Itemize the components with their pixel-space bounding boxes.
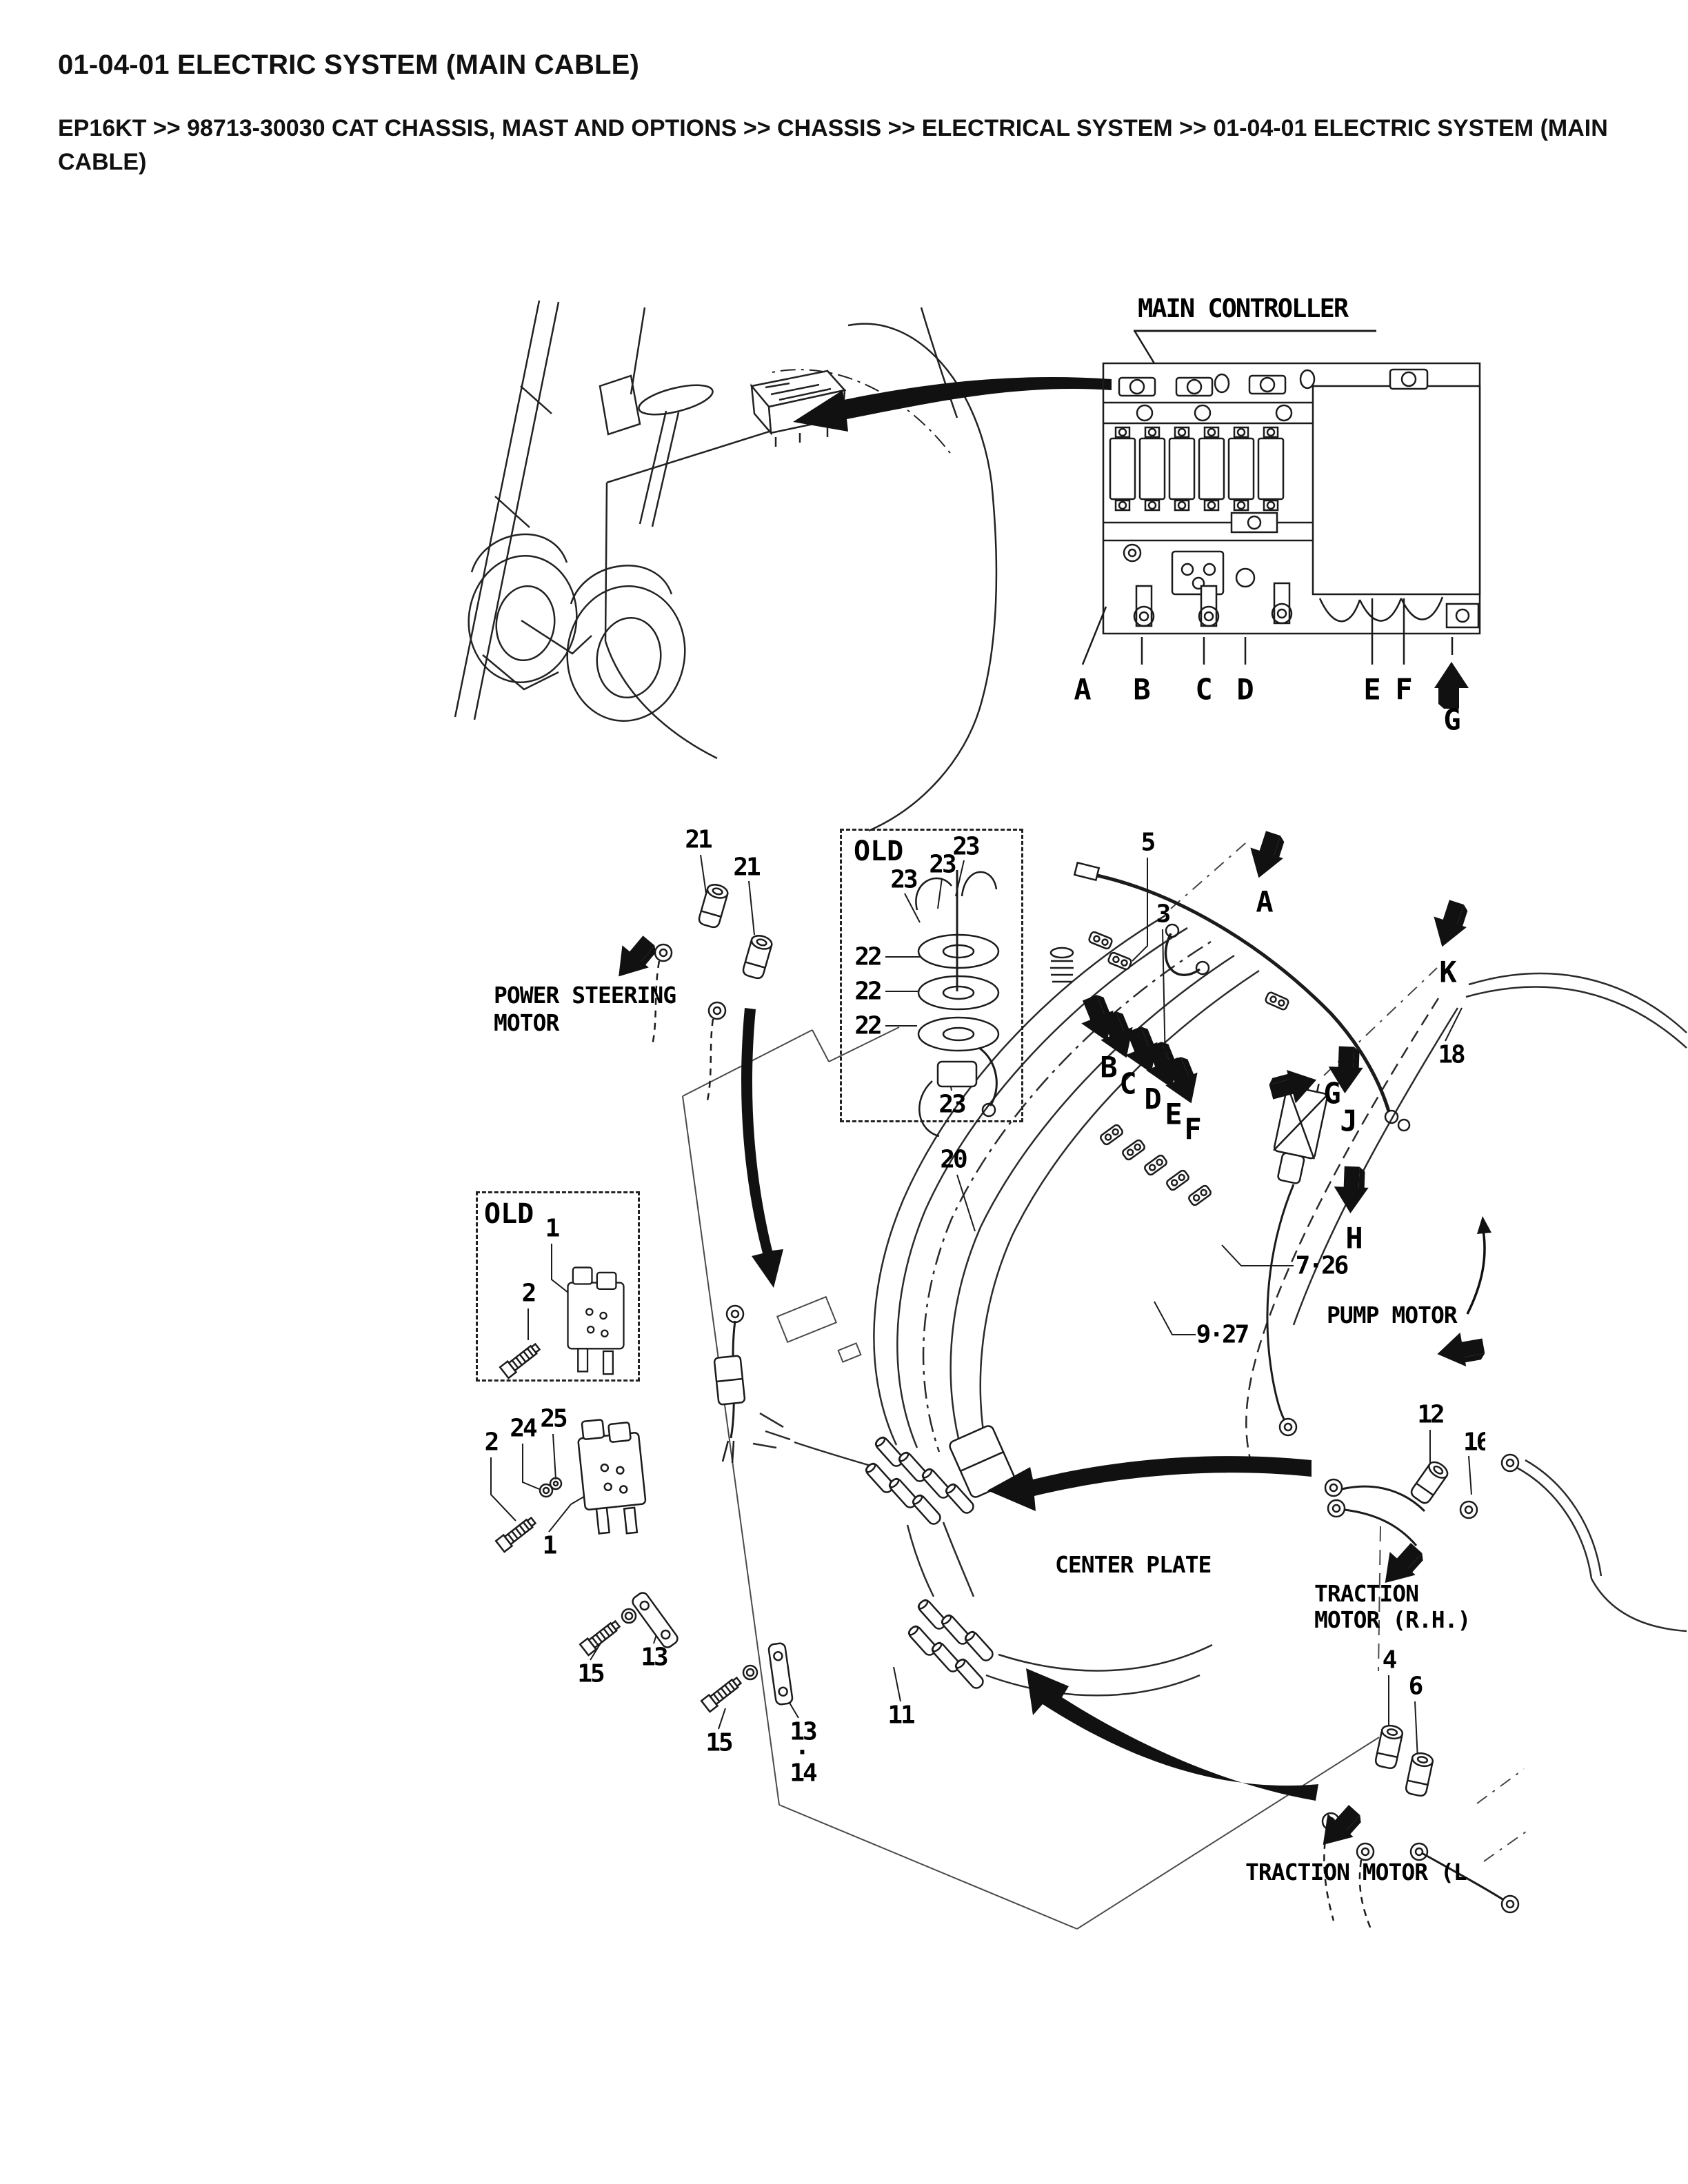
part-callout-15: 15: [577, 1659, 605, 1688]
part-callout-1: 1: [542, 1531, 558, 1560]
direction-marker-B: B: [1100, 1050, 1118, 1084]
part-callout-14: 14: [790, 1759, 817, 1788]
direction-marker-J: J: [1340, 1104, 1358, 1138]
part-callout-7·26: 7·26: [1295, 1251, 1349, 1280]
breadcrumb[interactable]: EP16KT >> 98713-30030 CAT CHASSIS, MAST …: [58, 115, 1608, 176]
controller-terminal-D: D: [1236, 672, 1254, 707]
center-plate-label: CENTER PLATE: [1055, 1551, 1212, 1578]
part-callout-3: 3: [1156, 900, 1172, 929]
part-callout-6: 6: [1408, 1672, 1424, 1701]
part-callout-25: 25: [540, 1404, 567, 1433]
part-callout-23: 23: [929, 850, 956, 879]
arrow-to-lower-cluster: [1026, 1668, 1318, 1801]
part-callout-5: 5: [1141, 828, 1156, 857]
page-title: 01-04-01 ELECTRIC SYSTEM (MAIN CABLE): [58, 50, 640, 80]
part-callout-2: 2: [521, 1279, 537, 1308]
arrow-icon-power-steering: [605, 929, 663, 988]
controller-terminal-B: B: [1133, 672, 1151, 707]
part-callout-23: 23: [952, 832, 980, 861]
part-callout-22: 22: [854, 1011, 882, 1040]
arrow-harness-down: [741, 1008, 783, 1288]
part-callout-13: 13: [641, 1643, 668, 1672]
part-callout-9·27: 9·27: [1196, 1320, 1250, 1349]
old-label-top: OLD: [854, 836, 904, 867]
part-callout-11: 11: [887, 1701, 915, 1730]
part-callout-21: 21: [685, 825, 712, 854]
power-steering-motor-label-line1: POWER STEERING: [494, 982, 676, 1009]
controller-on-truck: [750, 370, 847, 447]
arrow-icon-pump-motor: [1434, 1328, 1487, 1371]
wiring-harness: [752, 914, 1687, 1697]
direction-marker-G: G: [1323, 1076, 1341, 1111]
part-callout-12: 12: [1417, 1400, 1445, 1429]
direction-marker-D: D: [1144, 1082, 1162, 1116]
part-callout-24: 24: [510, 1414, 537, 1443]
power-steering-motor-label-line2: MOTOR: [494, 1009, 559, 1036]
controller-terminal-G: G: [1443, 702, 1461, 737]
harness-parts: [494, 861, 1520, 1930]
pump-motor-label: PUMP MOTOR: [1327, 1302, 1458, 1328]
part-callout-13: 13: [790, 1717, 817, 1746]
part-callout-1: 1: [545, 1214, 561, 1243]
old-ring-stack: [915, 870, 1000, 1138]
arrow-to-controller: [793, 376, 1112, 432]
part-callout-18: 18: [1438, 1040, 1465, 1069]
controller-terminal-C: C: [1195, 672, 1213, 707]
arrow-icon-A: [1242, 828, 1290, 884]
guide-lines: [1170, 839, 1531, 1862]
part-callout-15: 15: [705, 1728, 733, 1757]
part-callout-·: ·: [794, 1738, 810, 1767]
direction-marker-F: F: [1184, 1112, 1202, 1146]
direction-marker-H: H: [1345, 1221, 1363, 1255]
traction-motor-lh-label: TRACTION MOTOR (L: [1245, 1859, 1467, 1885]
old-label-left: OLD: [484, 1198, 534, 1230]
traction-motor-rh-label-line2: MOTOR (R.H.): [1314, 1606, 1471, 1633]
part-callout-2: 2: [484, 1428, 500, 1457]
arrow-icon-terminal-g: [1434, 662, 1469, 709]
old-version-box-connector: [476, 1191, 640, 1382]
controller-terminal-A: A: [1074, 672, 1092, 707]
traction-motor-rh-label-line1: TRACTION: [1314, 1580, 1419, 1607]
arrow-icon-H: [1333, 1166, 1369, 1214]
part-callout-20: 20: [940, 1145, 967, 1174]
center-plate-cluster-lower: [906, 1597, 996, 1692]
part-callout-22: 22: [854, 977, 882, 1006]
flow-arrows: [741, 1008, 1318, 1801]
arrow-icon-K: [1425, 897, 1474, 953]
arrow-to-center-plate: [987, 1456, 1312, 1511]
chassis-plate-outline: [682, 1027, 1381, 1930]
part-callout-4: 4: [1382, 1646, 1398, 1675]
old-version-box-rings: [840, 829, 1023, 1122]
center-plate-cluster-upper: [863, 1425, 1015, 1528]
direction-marker-E: E: [1165, 1097, 1183, 1131]
part-callout-23: 23: [890, 865, 918, 894]
controller-terminal-F: F: [1395, 672, 1413, 707]
direction-marker-A: A: [1256, 884, 1274, 919]
controller-terminal-E: E: [1363, 672, 1381, 707]
direction-marker-C: C: [1119, 1066, 1137, 1101]
part-callout-23: 23: [938, 1090, 966, 1119]
main-controller-detail: [1081, 330, 1481, 665]
part-callout-21: 21: [733, 853, 761, 882]
forklift-illustration: [454, 300, 998, 832]
part-callout-16: 16: [1463, 1428, 1485, 1457]
part-callout-22: 22: [854, 942, 882, 971]
direction-marker-K: K: [1439, 955, 1457, 989]
pump-motor-curve-arrow: [1466, 1216, 1491, 1315]
main-controller-label: MAIN CONTROLLER: [1138, 294, 1349, 323]
